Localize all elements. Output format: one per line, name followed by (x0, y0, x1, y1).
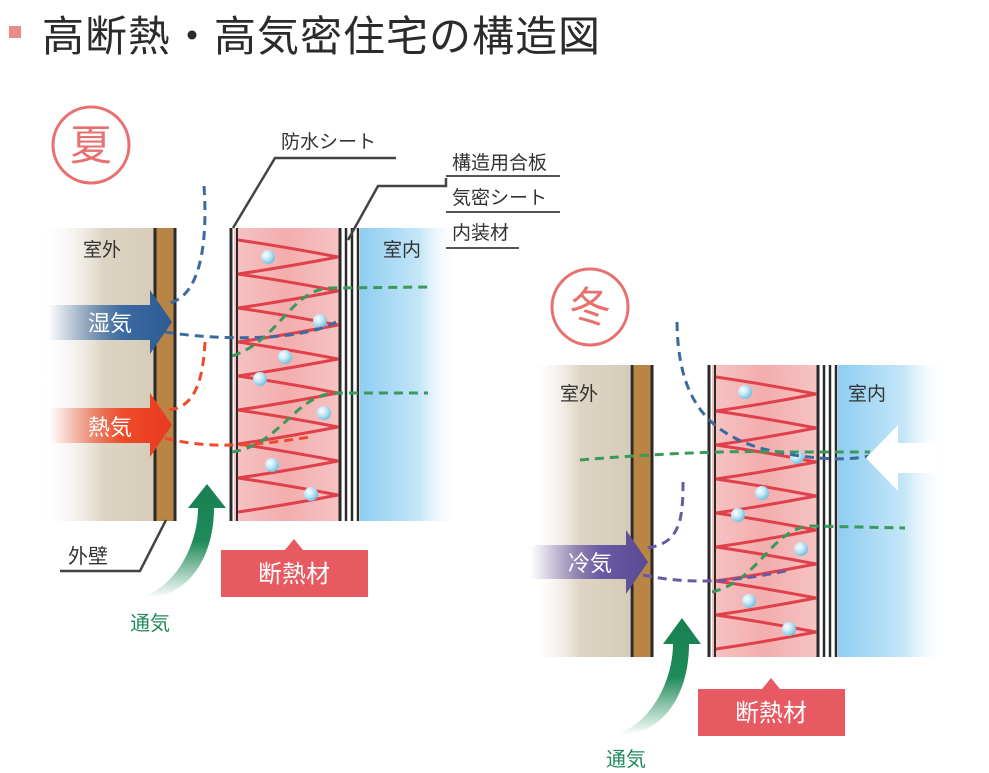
winter-outdoor-area (530, 365, 630, 657)
summer-insulation-badge: 断熱材 (221, 539, 368, 597)
winter-cold-flow-upper (644, 481, 685, 550)
winter-panel: 冬 室外 室内 (530, 267, 948, 771)
winter-exterior-wall (630, 365, 654, 657)
winter-ventilation-arrow (615, 618, 701, 736)
winter-insulation-layer (707, 365, 838, 657)
airtight-sheet-label: 気密シート (452, 187, 547, 209)
summer-ventilation-label: 通気 (130, 611, 170, 635)
summer-moisture-particles (253, 250, 331, 501)
winter-indoor-area (838, 365, 948, 657)
winter-cold-arrow: 冷気 (530, 530, 648, 594)
interior-material-label: 内装材 (452, 222, 509, 244)
summer-air-flow-upper (231, 285, 431, 358)
summer-heat-flow-upper (167, 341, 207, 412)
waterproof-sheet-leader (231, 156, 396, 229)
title-bullet (9, 26, 21, 38)
summer-humidity-label: 湿気 (88, 312, 132, 337)
page-title: 高断熱・高気密住宅の構造図 (42, 12, 602, 61)
winter-cold-flow-lower (642, 568, 791, 583)
summer-exterior-wall (153, 228, 177, 521)
summer-heat-label: 熱気 (88, 416, 132, 441)
winter-insulation-badge: 断熱材 (698, 678, 845, 736)
summer-air-flow-lower (231, 391, 428, 454)
winter-moisture-particles (731, 385, 808, 636)
structural-plywood-leader (346, 178, 448, 241)
summer-insulation-layer (229, 228, 360, 521)
summer-ventilation-arrow (140, 484, 226, 599)
winter-indoor-arrow (866, 425, 940, 491)
summer-insulation-label: 断熱材 (258, 560, 330, 588)
summer-humidity-arrow: 湿気 (48, 290, 172, 354)
winter-insulation-label: 断熱材 (735, 699, 807, 727)
summer-indoor-area (360, 228, 460, 521)
winter-humidity-flow (675, 321, 871, 461)
summer-exterior-wall-label: 外壁 (68, 544, 108, 568)
waterproof-sheet-label: 防水シート (281, 131, 376, 153)
winter-ventilation-label: 通気 (606, 747, 646, 771)
page-header: 高断熱・高気密住宅の構造図 (0, 0, 989, 70)
summer-season-badge: 夏 (51, 105, 131, 185)
winter-outdoor-label: 室外 (560, 383, 598, 405)
winter-season-badge: 冬 (550, 267, 630, 347)
summer-exterior-wall-leader (60, 519, 168, 573)
winter-indoor-label: 室内 (848, 383, 886, 405)
summer-heat-flow-lower (164, 435, 311, 447)
winter-season-label: 冬 (569, 283, 611, 332)
summer-heat-arrow: 熱気 (50, 393, 172, 457)
winter-air-flow-lower (711, 524, 906, 594)
summer-panel: 夏 室外 室内 (40, 105, 560, 635)
summer-season-label: 夏 (70, 121, 112, 170)
summer-humidity-flow-upper (164, 185, 207, 306)
summer-outdoor-area (40, 228, 155, 521)
structural-plywood-label: 構造用合板 (452, 152, 547, 174)
summer-humidity-flow-lower (164, 320, 337, 340)
winter-cold-label: 冷気 (568, 552, 612, 577)
summer-indoor-label: 室内 (383, 239, 421, 261)
winter-air-flow-upper (579, 450, 870, 462)
summer-outdoor-label: 室外 (83, 239, 121, 261)
